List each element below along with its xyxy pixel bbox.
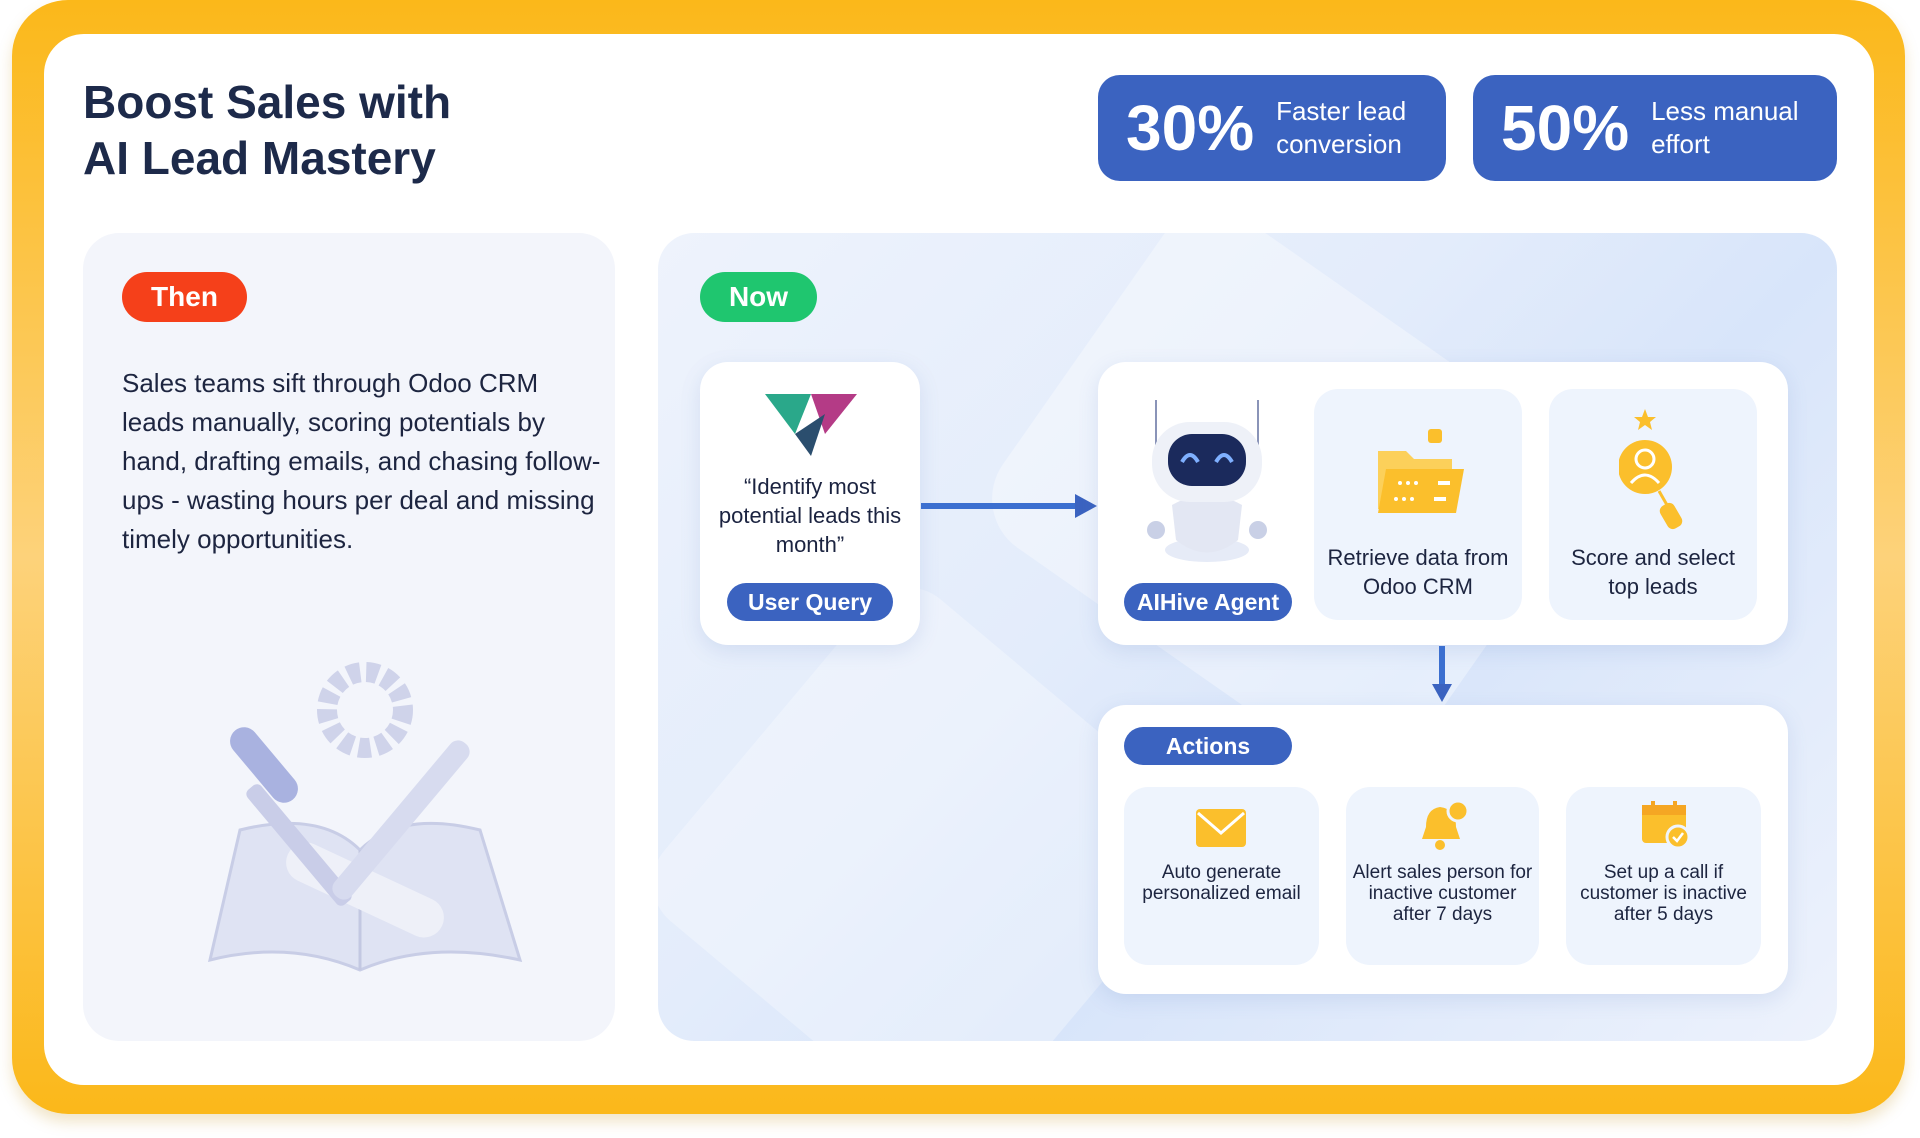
- page-title: Boost Sales with AI Lead Mastery: [83, 76, 452, 184]
- action-auto-email: Auto generate personalized email: [1124, 787, 1319, 965]
- query-text: “Identify most potential leads this mont…: [718, 474, 902, 557]
- now-badge: Now: [700, 272, 817, 322]
- mail-icon: [1196, 809, 1246, 847]
- actions-card: Actions Auto generate personalized email…: [1098, 705, 1788, 994]
- robot-icon: [1147, 400, 1267, 562]
- step-retrieve-data: Retrieve data from Odoo CRM: [1314, 389, 1522, 620]
- arrow-down-icon: [1432, 646, 1452, 702]
- then-description: Sales teams sift through Odoo CRM leads …: [122, 368, 601, 554]
- step-score-leads: Score and select top leads: [1549, 389, 1757, 620]
- folder-icon: [1378, 429, 1464, 513]
- agent-card: AIHive Agent Retrieve data from Odoo CRM…: [1098, 362, 1788, 645]
- user-query-card: “Identify most potential leads this mont…: [700, 362, 920, 645]
- user-query-label: User Query: [727, 583, 893, 621]
- calendar-check-icon: [1642, 801, 1690, 849]
- user-search-icon: [1619, 409, 1683, 530]
- bell-icon: [1422, 799, 1470, 850]
- tools-book-illustration: [207, 662, 523, 972]
- agent-label: AIHive Agent: [1124, 583, 1292, 621]
- action-alert-salesperson: Alert sales person for inactive customer…: [1346, 787, 1539, 965]
- actions-label: Actions: [1124, 727, 1292, 765]
- action-schedule-call: Set up a call if customer is inactive af…: [1566, 787, 1761, 965]
- app-logo-icon: [765, 394, 857, 456]
- then-badge: Then: [122, 272, 247, 322]
- arrow-right-icon: [921, 494, 1097, 518]
